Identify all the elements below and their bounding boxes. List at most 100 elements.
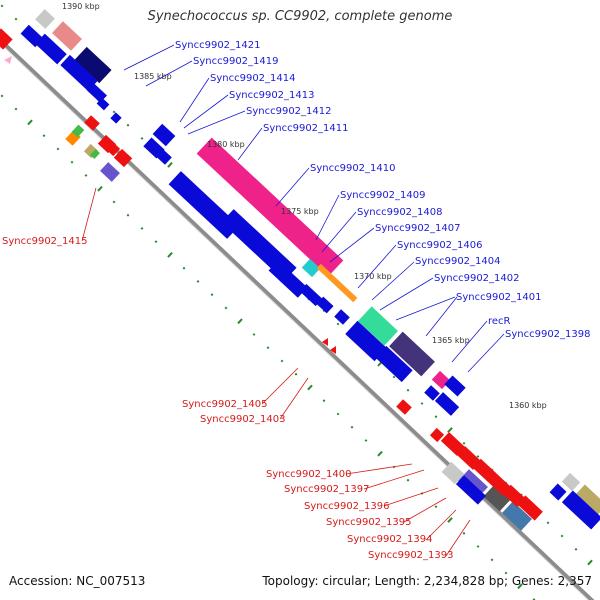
scale-tick bbox=[462, 441, 466, 445]
gene-feature[interactable] bbox=[110, 112, 122, 124]
gene-label[interactable]: Syncc9902_1408 bbox=[357, 207, 443, 218]
gene-feature[interactable] bbox=[441, 461, 465, 485]
scale-label: 1365 kbp bbox=[432, 336, 470, 345]
gene-label[interactable]: Syncc9902_1404 bbox=[415, 256, 501, 267]
gene-label[interactable]: Syncc9902_1414 bbox=[210, 73, 296, 84]
gene-feature[interactable] bbox=[424, 385, 440, 401]
gene-feature[interactable] bbox=[156, 149, 172, 165]
gene-label[interactable]: Syncc9902_1407 bbox=[375, 223, 461, 234]
gene-feature[interactable] bbox=[4, 56, 12, 64]
gene-feature[interactable] bbox=[90, 149, 100, 159]
reverse-strand-features bbox=[0, 28, 543, 521]
gene-feature[interactable] bbox=[561, 472, 581, 492]
gene-feature[interactable] bbox=[440, 432, 466, 456]
scale-tick bbox=[504, 571, 508, 575]
gene-feature[interactable] bbox=[434, 392, 460, 416]
gene-feature[interactable] bbox=[0, 28, 13, 50]
gene-label[interactable]: Syncc9902_1395 bbox=[326, 517, 412, 528]
gene-feature[interactable] bbox=[52, 21, 82, 51]
gene-label[interactable]: Syncc9902_1401 bbox=[456, 292, 542, 303]
gene-feature[interactable] bbox=[358, 306, 398, 346]
gene-feature[interactable] bbox=[334, 309, 350, 325]
gene-feature[interactable] bbox=[105, 141, 121, 157]
gene-feature[interactable] bbox=[196, 137, 344, 277]
gene-feature[interactable] bbox=[152, 123, 176, 147]
gene-feature[interactable] bbox=[268, 260, 308, 298]
gene-label[interactable]: Syncc9902_1411 bbox=[263, 123, 349, 134]
scale-tick bbox=[462, 531, 466, 535]
scale-tick bbox=[447, 517, 453, 523]
gene-label[interactable]: Syncc9902_1419 bbox=[193, 56, 279, 67]
gene-feature[interactable] bbox=[456, 446, 482, 470]
gene-label[interactable]: Syncc9902_1393 bbox=[368, 550, 454, 561]
gene-feature[interactable] bbox=[74, 46, 112, 84]
scale-tick bbox=[196, 279, 200, 283]
gene-feature[interactable] bbox=[168, 171, 240, 239]
gene-feature[interactable] bbox=[35, 9, 55, 29]
gene-label[interactable]: Syncc9902_1405 bbox=[182, 399, 268, 410]
scale-tick bbox=[336, 412, 340, 416]
gene-feature[interactable] bbox=[71, 124, 85, 138]
scale-tick bbox=[126, 123, 130, 127]
reverse-gene-labels: Syncc9902_1415 Syncc9902_1405 Syncc9902_… bbox=[2, 236, 454, 561]
gene-feature[interactable] bbox=[375, 345, 413, 383]
gene-feature[interactable] bbox=[299, 283, 323, 307]
gene-feature[interactable] bbox=[345, 320, 387, 362]
gene-feature[interactable] bbox=[330, 346, 336, 354]
gene-feature[interactable] bbox=[444, 375, 466, 397]
gene-label[interactable]: Syncc9902_1415 bbox=[2, 236, 88, 247]
gene-label[interactable]: Syncc9902_1402 bbox=[434, 273, 520, 284]
scale-tick bbox=[517, 583, 523, 590]
scale-label: 1390 kbp bbox=[62, 2, 100, 11]
gene-feature[interactable] bbox=[113, 148, 133, 168]
gene-feature[interactable] bbox=[84, 115, 100, 131]
scale-tick bbox=[112, 200, 116, 204]
gene-feature[interactable] bbox=[455, 475, 487, 505]
gene-feature[interactable] bbox=[571, 484, 600, 520]
gene-feature[interactable] bbox=[549, 483, 567, 501]
gene-feature[interactable] bbox=[100, 162, 120, 182]
scale-tick bbox=[140, 226, 144, 230]
gene-feature[interactable] bbox=[561, 490, 600, 530]
gene-feature[interactable] bbox=[322, 338, 328, 346]
scale-tick bbox=[266, 346, 270, 350]
gene-label[interactable]: Syncc9902_1403 bbox=[200, 414, 286, 425]
gene-label[interactable]: Syncc9902_1413 bbox=[229, 90, 315, 101]
scale-tick bbox=[574, 547, 578, 551]
gene-label[interactable]: Syncc9902_1397 bbox=[284, 484, 370, 495]
scale-tick bbox=[97, 185, 103, 192]
gene-feature[interactable] bbox=[483, 484, 511, 512]
gene-feature[interactable] bbox=[502, 501, 532, 531]
gene-feature[interactable] bbox=[316, 296, 334, 314]
gene-feature[interactable] bbox=[96, 97, 110, 111]
gene-feature[interactable] bbox=[301, 258, 321, 278]
scale-tick bbox=[392, 375, 396, 379]
gene-label[interactable]: Syncc9902_1410 bbox=[310, 163, 396, 174]
scale-tick bbox=[14, 17, 18, 21]
gene-feature[interactable] bbox=[486, 472, 512, 496]
gene-label[interactable]: recR bbox=[488, 316, 511, 327]
gene-label[interactable]: Syncc9902_1421 bbox=[175, 40, 261, 51]
gene-label[interactable]: Syncc9902_1400 bbox=[266, 469, 352, 480]
gene-label[interactable]: Syncc9902_1394 bbox=[347, 534, 433, 545]
gene-feature[interactable] bbox=[35, 33, 67, 65]
scale-tick bbox=[70, 160, 74, 164]
gene-feature[interactable] bbox=[60, 54, 98, 92]
gene-feature[interactable] bbox=[396, 399, 412, 415]
gene-feature[interactable] bbox=[472, 458, 496, 482]
gene-label[interactable]: Syncc9902_1409 bbox=[340, 190, 426, 201]
gene-label[interactable]: Syncc9902_1406 bbox=[397, 240, 483, 251]
scale-tick bbox=[322, 399, 326, 403]
gene-feature[interactable] bbox=[316, 263, 358, 303]
scale-tick bbox=[434, 505, 438, 509]
gene-label[interactable]: Syncc9902_1398 bbox=[505, 329, 591, 340]
gene-feature[interactable] bbox=[517, 495, 543, 521]
scale-tick bbox=[126, 213, 130, 217]
gene-label[interactable]: Syncc9902_1412 bbox=[246, 106, 332, 117]
scale-tick bbox=[112, 110, 116, 114]
scale-tick bbox=[476, 455, 480, 458]
gene-label[interactable]: Syncc9902_1396 bbox=[304, 501, 390, 512]
gene-feature[interactable] bbox=[429, 427, 445, 443]
gene-feature[interactable] bbox=[389, 331, 435, 377]
